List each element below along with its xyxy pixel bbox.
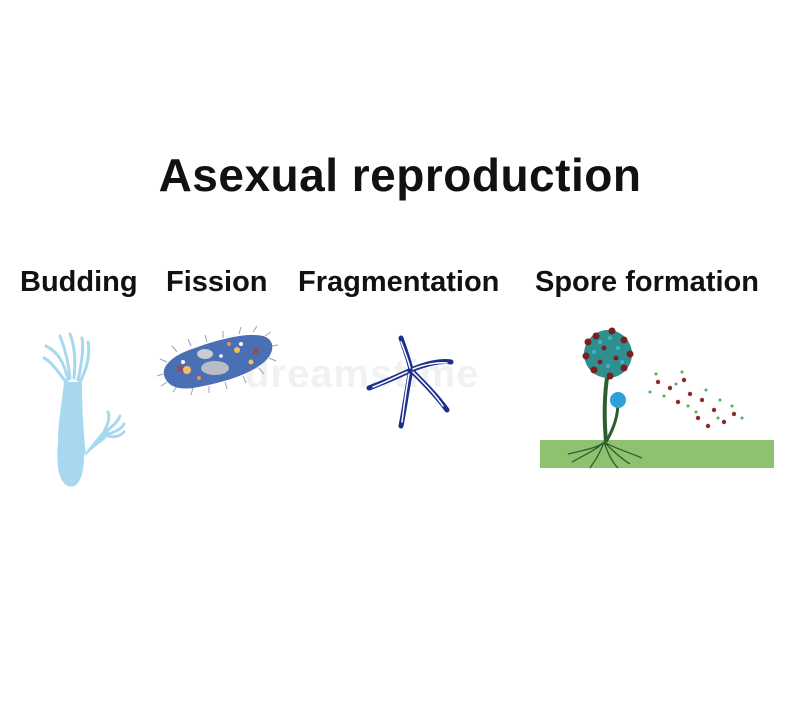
paramecium-icon — [156, 325, 279, 396]
label-fragmentation: Fragmentation — [298, 266, 500, 298]
diagram-title: Asexual reproduction — [158, 149, 642, 201]
sporangium-icon — [540, 327, 774, 469]
label-fission: Fission — [166, 266, 268, 298]
starfish-icon — [366, 335, 454, 429]
label-spore-formation: Spore formation — [535, 266, 759, 298]
hydra-icon — [42, 332, 126, 487]
label-budding: Budding — [20, 266, 138, 298]
